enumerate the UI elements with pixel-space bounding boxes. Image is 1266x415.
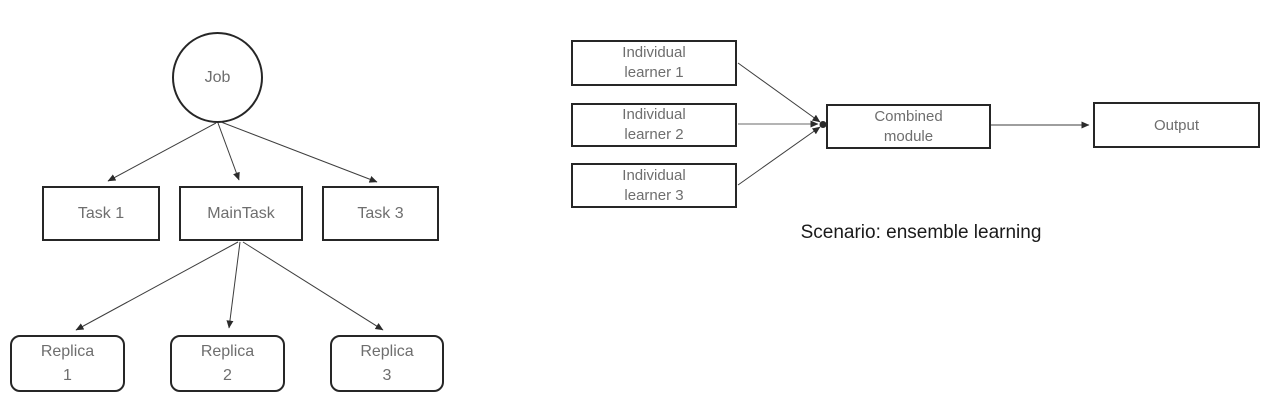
node-job-label: Job — [204, 68, 231, 86]
node-maintask-label: MainTask — [207, 204, 275, 222]
node-task-1-label: Task 1 — [77, 204, 125, 222]
scenario-caption: Scenario: ensemble learning — [800, 222, 1042, 243]
node-task-1: Task 1 — [42, 186, 160, 241]
edge-maintask-replica2 — [226, 241, 241, 329]
node-replica-1-line2: 1 — [63, 366, 72, 384]
node-replica-3-line1: Replica — [360, 342, 414, 360]
edge-learner3-combined — [737, 126, 821, 186]
node-task-3-label: Task 3 — [357, 204, 404, 222]
node-output-label: Output — [1153, 116, 1200, 134]
node-combined-module-line2: module — [883, 127, 934, 145]
node-individual-learner-3-line2: learner 3 — [624, 186, 684, 204]
node-combined-module-line1: Combined — [874, 107, 943, 125]
node-replica-1-line1: Replica — [40, 342, 95, 360]
node-task-3: Task 3 — [322, 186, 439, 241]
node-individual-learner-3-line1: Individual — [622, 166, 686, 184]
edge-learner1-combined — [737, 62, 821, 123]
node-replica-2-line2: 2 — [223, 366, 232, 384]
node-individual-learner-1: Individual learner 1 — [571, 40, 737, 86]
node-individual-learner-2-line1: Individual — [622, 106, 686, 123]
edge-maintask-replica3 — [242, 241, 384, 331]
node-job: Job — [172, 32, 263, 123]
edge-job-task3 — [220, 121, 378, 183]
node-combined-module: Combined module — [826, 104, 991, 149]
node-replica-3-line2: 3 — [382, 366, 392, 384]
node-replica-2-line1: Replica — [200, 342, 255, 360]
node-individual-learner-1-line2: learner 1 — [624, 64, 684, 81]
node-individual-learner-2: Individual learner 2 — [571, 103, 737, 147]
node-replica-3: Replica 3 — [330, 335, 444, 392]
node-replica-2: Replica 2 — [170, 335, 285, 392]
edge-maintask-replica1 — [75, 241, 239, 331]
node-output: Output — [1093, 102, 1260, 148]
node-individual-learner-3: Individual learner 3 — [571, 163, 737, 208]
node-individual-learner-2-line2: learner 2 — [624, 126, 684, 143]
node-maintask: MainTask — [179, 186, 303, 241]
edge-job-task1 — [107, 122, 217, 182]
edge-job-maintask — [217, 122, 240, 181]
node-individual-learner-1-line1: Individual — [622, 44, 686, 61]
node-replica-1: Replica 1 — [10, 335, 125, 392]
